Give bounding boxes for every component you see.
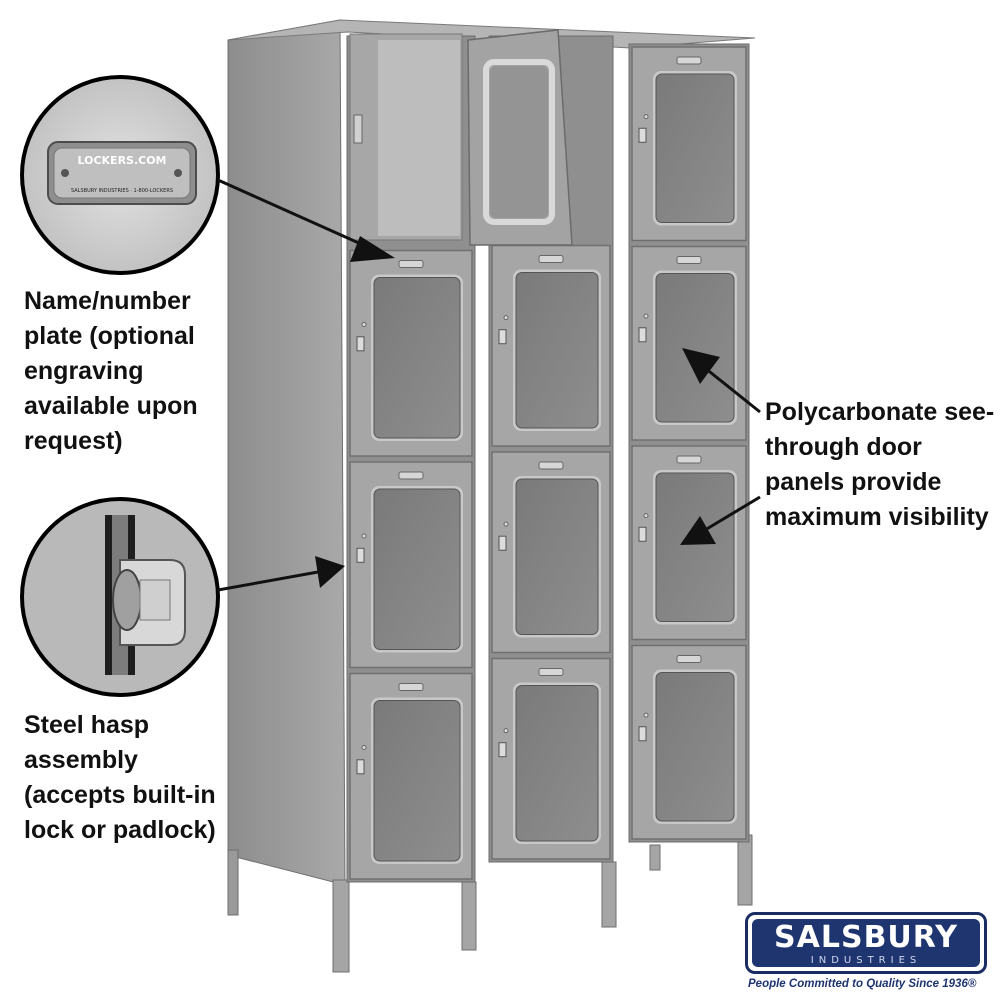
arrow-head-icon xyxy=(680,516,716,545)
door-panels-label: Polycarbonate see-through door panels pr… xyxy=(765,398,995,531)
hasp-zoom-callout xyxy=(20,497,220,697)
vent-icon xyxy=(361,744,367,750)
locker-leg xyxy=(227,849,239,916)
door-window-glass xyxy=(373,488,461,650)
arrow-head-icon xyxy=(315,556,345,588)
nameplate-icon xyxy=(538,668,564,676)
hasp-icon xyxy=(498,742,507,758)
door-window-glass xyxy=(655,472,735,622)
vent-icon xyxy=(361,533,367,539)
logo-subtext: INDUSTRIES xyxy=(810,955,922,966)
vent-icon xyxy=(503,315,509,321)
arrow-head-icon xyxy=(682,348,720,384)
locker-leg xyxy=(332,879,350,973)
door-hinge-latch xyxy=(353,114,363,144)
vent-icon xyxy=(503,521,509,527)
door-window-glass xyxy=(373,700,461,862)
screw-icon xyxy=(61,169,69,177)
nameplate-icon xyxy=(676,256,702,264)
nameplate-label: Name/number plate (optional engraving av… xyxy=(24,287,198,455)
door-window-glass xyxy=(655,273,735,423)
door-window-glass xyxy=(515,478,599,635)
nameplate-icon xyxy=(398,683,424,691)
door-window-glass xyxy=(515,685,599,842)
nameplate-icon xyxy=(398,260,424,268)
vent-icon xyxy=(643,313,649,319)
locker-leg xyxy=(461,881,477,951)
locker-top xyxy=(227,19,756,49)
locker-leg xyxy=(737,834,753,906)
locker-leg xyxy=(649,844,661,871)
open-door-glass xyxy=(490,66,548,218)
hasp-icon xyxy=(356,547,365,563)
nameplate-zoom-callout: LOCKERS.COM SALSBURY INDUSTRIES · 1-800-… xyxy=(20,75,220,275)
door-window-glass xyxy=(655,73,735,223)
locker-leg xyxy=(601,861,617,928)
nameplate-text: LOCKERS.COM xyxy=(77,154,166,167)
vent-icon xyxy=(643,712,649,718)
open-door-window xyxy=(483,59,555,225)
screw-icon xyxy=(174,169,182,177)
vent-icon xyxy=(643,513,649,519)
hasp-label: Steel hasp assembly (accepts built-in lo… xyxy=(24,711,216,844)
nameplate-icon xyxy=(676,455,702,464)
callout-arrows xyxy=(217,178,761,592)
nameplate-icon xyxy=(676,56,702,65)
vent-icon xyxy=(643,114,649,120)
arrow-head-icon xyxy=(350,236,395,262)
hasp-icon xyxy=(498,329,507,345)
nameplate-icon xyxy=(676,655,702,663)
vent-icon xyxy=(503,728,509,734)
hasp-icon xyxy=(356,759,365,775)
hasp-icon xyxy=(498,535,507,551)
vent-icon xyxy=(361,321,367,327)
nameplate-icon xyxy=(538,255,564,263)
hasp-icon xyxy=(638,526,647,542)
door-window-glass xyxy=(515,272,599,429)
hasp-icon xyxy=(638,327,647,343)
door-window-glass xyxy=(373,277,461,439)
nameplate-icon xyxy=(538,461,564,470)
salsbury-logo: SALSBURY INDUSTRIES xyxy=(745,912,987,974)
hasp-icon xyxy=(356,336,365,352)
brand-tagline: People Committed to Quality Since 1936® xyxy=(748,978,977,990)
nameplate-icon xyxy=(398,471,424,480)
nameplate-subtext: SALSBURY INDUSTRIES · 1-800-LOCKERS xyxy=(71,188,173,194)
logo-text: SALSBURY xyxy=(774,920,958,955)
door-window-glass xyxy=(655,672,735,822)
hasp-icon xyxy=(638,127,647,143)
open-compartment-back xyxy=(378,40,460,236)
hasp-icon xyxy=(638,726,647,742)
